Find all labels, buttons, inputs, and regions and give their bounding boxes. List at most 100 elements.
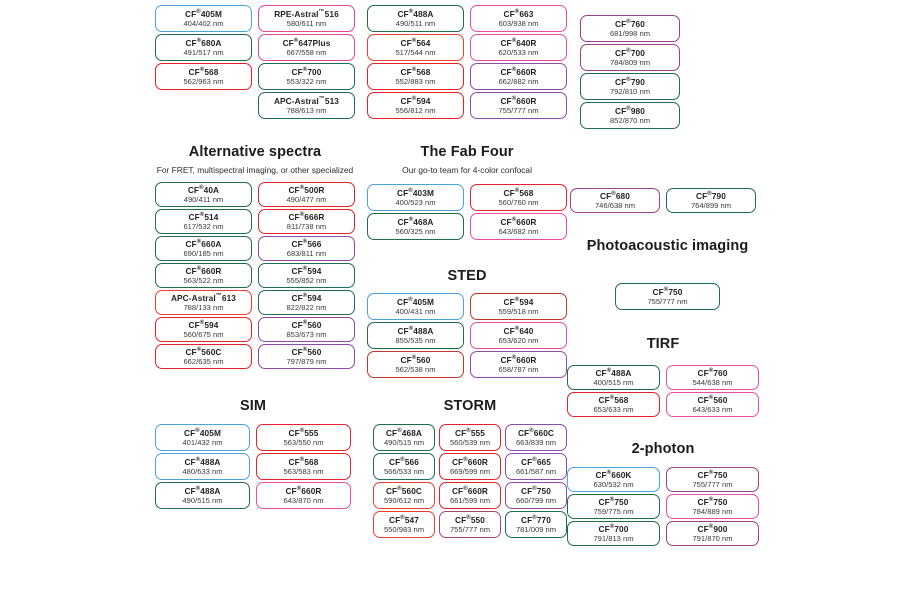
dye-trademark-mark: ® xyxy=(196,9,201,16)
dye-name: CF®750 xyxy=(697,469,728,480)
section-title-fab-four: The Fab Four xyxy=(420,144,514,160)
dye-spectra: 544/638 nm xyxy=(692,378,733,387)
dye-name: CF®468A xyxy=(397,216,434,227)
dye-name: CF®750 xyxy=(598,496,629,507)
dye-trademark-mark: ® xyxy=(532,457,537,464)
dye-name: CF®40A xyxy=(187,184,220,195)
dye-spectra: 755/777 nm xyxy=(498,106,539,115)
dye-trademark-mark: ® xyxy=(400,515,405,522)
dye-trademark-mark: ™ xyxy=(215,293,222,300)
dye-spectra: 580/611 nm xyxy=(286,19,327,28)
dye-trademark-mark: ® xyxy=(532,515,537,522)
dye-spectra: 617/532 nm xyxy=(183,222,224,231)
dye-spectra: 560/760 nm xyxy=(498,198,539,207)
dye-name: CF®660C xyxy=(517,427,555,438)
dye-name: CF®500R xyxy=(288,184,325,195)
dye-name: CF®405M xyxy=(185,8,222,19)
dye-trademark-mark: ® xyxy=(408,297,413,304)
dye-spectra: 855/535 nm xyxy=(395,336,436,345)
dye-spectra: 603/938 nm xyxy=(498,19,539,28)
dye-name: CF®900 xyxy=(697,523,728,534)
dye-trademark-mark: ® xyxy=(397,428,402,435)
